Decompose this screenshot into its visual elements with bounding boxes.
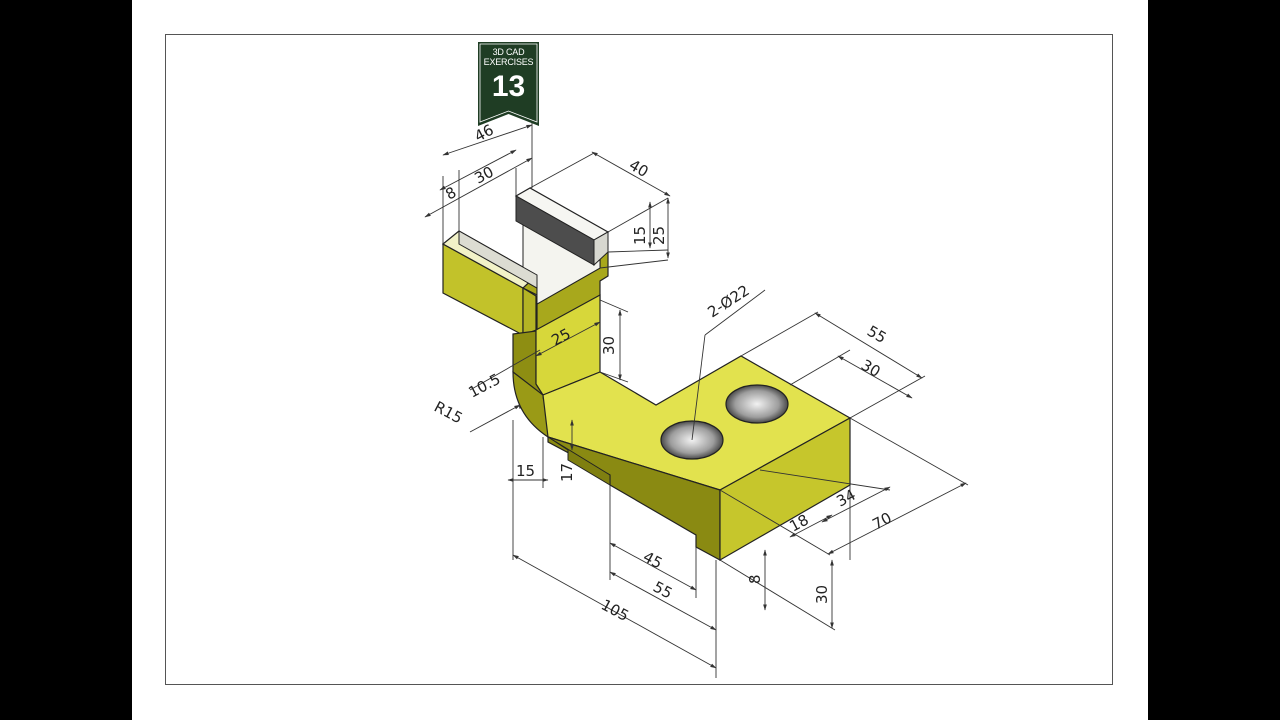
dim-30-right: 30 xyxy=(858,356,884,381)
dimension-lines xyxy=(424,122,969,678)
badge-number: 13 xyxy=(491,70,526,103)
drawing-frame xyxy=(165,34,1113,685)
dim-8: 8 xyxy=(442,183,459,203)
dim-55-bottom: 55 xyxy=(650,578,675,603)
dim-17: 17 xyxy=(558,463,576,482)
dim-40: 40 xyxy=(626,156,652,181)
dim-25-right: 25 xyxy=(650,226,668,245)
dim-15-top: 15 xyxy=(631,226,649,245)
dim-2-holes-d22: 2-Ø22 xyxy=(704,281,752,321)
hole-right xyxy=(725,384,789,424)
left-rail-inner-face xyxy=(458,230,538,289)
exercise-badge: 3D CAD EXERCISES 13 xyxy=(478,42,539,126)
dim-55-right: 55 xyxy=(864,322,890,347)
dim-105: 105 xyxy=(598,596,632,625)
dim-30-bottom: 30 xyxy=(813,585,831,604)
dim-r15: R15 xyxy=(431,398,466,428)
dim-8-bottom: 8 xyxy=(746,574,764,584)
dim-45: 45 xyxy=(640,548,665,573)
dim-15-bottom: 15 xyxy=(516,462,535,480)
dim-70: 70 xyxy=(869,509,894,534)
dim-30-top: 30 xyxy=(471,163,496,188)
badge-line-1: 3D CAD xyxy=(492,47,525,57)
base-left-lower xyxy=(547,436,611,486)
badge-line-2: EXERCISES xyxy=(483,57,534,67)
dim-30-neck: 30 xyxy=(600,336,618,355)
top-block-front-main xyxy=(522,286,537,336)
badge-ribbon-shape xyxy=(478,42,539,126)
